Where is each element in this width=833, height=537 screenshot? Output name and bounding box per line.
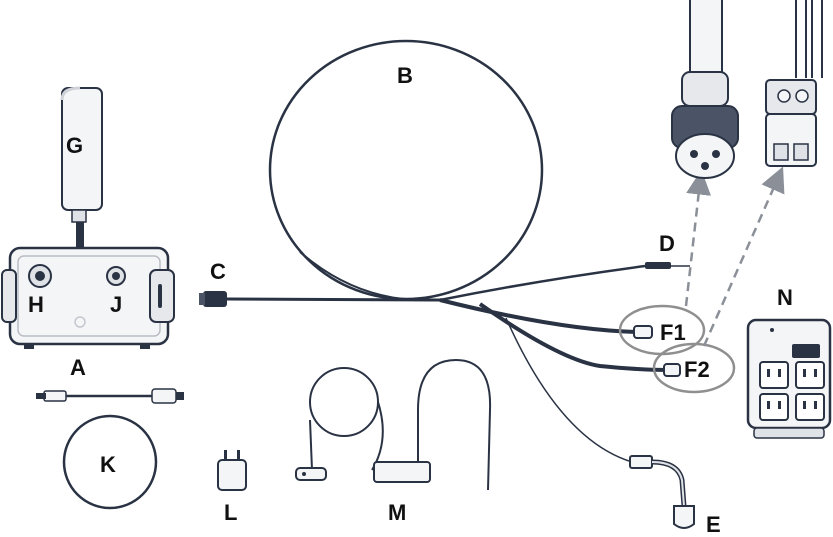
label-c: C [210, 259, 226, 284]
callout-f2 [652, 342, 736, 394]
label-l: L [224, 500, 237, 525]
label-d: D [659, 231, 675, 256]
part-c-connector [199, 291, 441, 307]
part-k-usb-cable [36, 388, 184, 510]
part-l-usb-adapter [217, 450, 247, 491]
label-a: A [70, 355, 86, 380]
label-j: J [110, 292, 122, 317]
terminal-block-detail [765, 0, 823, 167]
label-n: N [777, 285, 793, 310]
label-k: K [100, 452, 116, 477]
part-n-power-strip [746, 318, 832, 439]
pointer-lines [684, 166, 785, 347]
part-g-module [60, 86, 103, 248]
label-f1: F1 [660, 320, 686, 345]
part-m-inline-cable [295, 358, 492, 491]
cable-branches [439, 262, 690, 463]
part-e-sensor [629, 455, 695, 529]
label-e: E [706, 512, 721, 537]
label-g: G [66, 133, 83, 158]
label-f2: F2 [684, 357, 710, 382]
label-b: B [397, 63, 413, 88]
round-connector-detail [671, 0, 739, 179]
label-m: M [388, 500, 406, 525]
label-h: H [28, 292, 44, 317]
part-a-control-box [1, 246, 175, 349]
